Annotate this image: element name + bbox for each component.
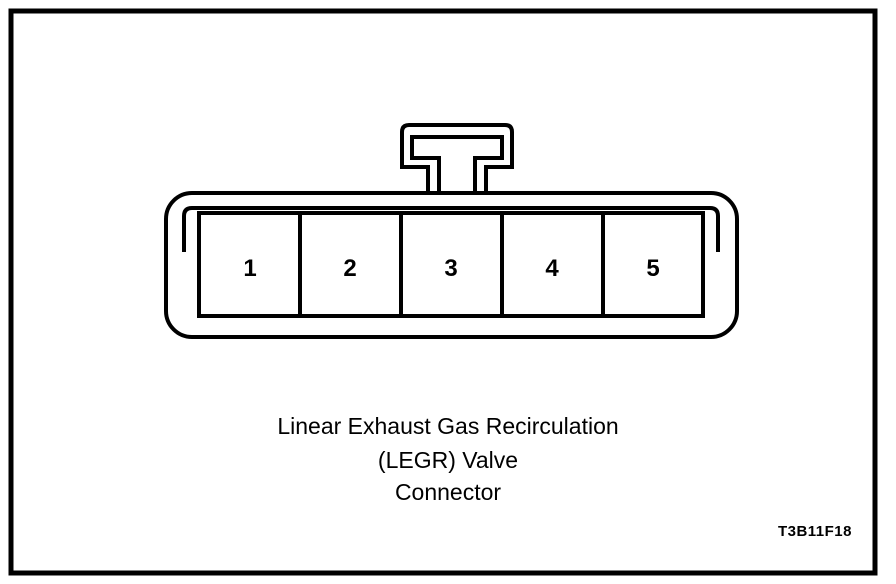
pin-label-3: 3 (444, 255, 457, 282)
caption-line-2: (LEGR) Valve (377, 447, 519, 473)
pin-label-2: 2 (343, 255, 356, 282)
pin-cavity-block (197, 211, 705, 318)
caption-line-1: Linear Exhaust Gas Recirculation (277, 413, 619, 439)
locking-tab (400, 123, 514, 194)
caption-line-3: Connector (394, 479, 502, 505)
pin-label-1: 1 (243, 255, 256, 282)
pin-label-4: 4 (545, 255, 559, 282)
figure-code: T3B11F18 (777, 523, 852, 540)
outer-border (8, 8, 878, 576)
pin-label-5: 5 (646, 255, 659, 282)
